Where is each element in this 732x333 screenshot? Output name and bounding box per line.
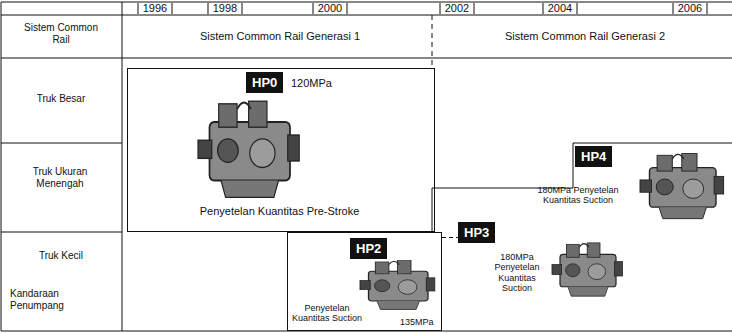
year-tick: [242, 3, 243, 14]
year-tick: [440, 3, 441, 14]
row-header: Sistem Common Rail: [22, 22, 100, 45]
pump-region-box: 120MPaPenyetelan Kuantitas Pre-Stroke HP0: [127, 68, 435, 232]
year-tick: [172, 3, 173, 14]
pump-spec: Penyetelan Kuantitas Pre-Stroke: [128, 205, 431, 218]
model-name: HP3: [464, 225, 489, 240]
pump-region-box: 180MPa Penyetelan Kuantitas Suction HP4: [432, 143, 732, 232]
year-ticks: [138, 3, 707, 14]
year-label: 2002: [437, 2, 477, 15]
pump-spec: 180MPa Penyetelan Kuantitas Suction: [486, 252, 548, 293]
model-name: HP4: [581, 149, 606, 164]
pump-model-badge: HP0: [246, 72, 283, 93]
pump-region-box: Penyetelan Kuantitas Suction 135MPa HP2: [287, 232, 442, 331]
hp4-region-outline: [432, 143, 732, 232]
hp0-pump-illustration: [198, 101, 299, 197]
year-tick: [208, 3, 209, 14]
row-header: Truk Ukuran Menengah: [15, 166, 105, 189]
year-tick: [347, 3, 348, 14]
year-tick: [707, 3, 708, 14]
pump-model-badge: HP2: [350, 238, 387, 259]
generation-label: Sistem Common Rail Generasi 1: [130, 30, 430, 43]
model-name: HP2: [356, 241, 381, 256]
hp2-pump-illustration: [360, 261, 435, 310]
generation-divider: [432, 15, 433, 68]
column-line: [122, 2, 123, 331]
year-label: 1996: [135, 2, 175, 15]
pump-spec: 180MPa Penyetelan Kuantitas Suction: [532, 185, 624, 206]
pump-spec: 135MPa: [400, 317, 434, 327]
generation-label: Sistem Common Rail Generasi 2: [440, 30, 730, 43]
year-tick: [577, 3, 578, 14]
model-name: HP0: [252, 75, 277, 90]
year-label: 2000: [310, 2, 350, 15]
row-line: [1, 232, 122, 233]
pump-spec: 120MPa: [291, 77, 332, 90]
pump-model-badge: HP3: [458, 222, 495, 243]
pump-spec: Penyetelan Kuantitas Suction: [291, 303, 363, 324]
year-label: 2006: [670, 2, 710, 15]
row-header: Truk Besar: [5, 93, 117, 105]
dashed-connector: [442, 237, 458, 238]
row-header: Kandaraan Penumpang: [10, 288, 82, 311]
pump-model-badge: HP4: [575, 146, 612, 167]
year-tick: [313, 3, 314, 14]
hp3-pump-illustration: [552, 243, 622, 296]
frame-left: [1, 2, 2, 331]
hp4-pump-illustration: [640, 154, 724, 219]
frame-top: [1, 2, 732, 3]
year-tick: [474, 3, 475, 14]
row-line: [1, 58, 732, 59]
year-tick: [543, 3, 544, 14]
row-line: [1, 143, 122, 144]
row-header: Truk Kecil: [5, 250, 117, 262]
year-tick: [138, 3, 139, 14]
row-line: [1, 15, 732, 16]
year-label: 1998: [205, 2, 245, 15]
year-tick: [673, 3, 674, 14]
year-label: 2004: [540, 2, 580, 15]
